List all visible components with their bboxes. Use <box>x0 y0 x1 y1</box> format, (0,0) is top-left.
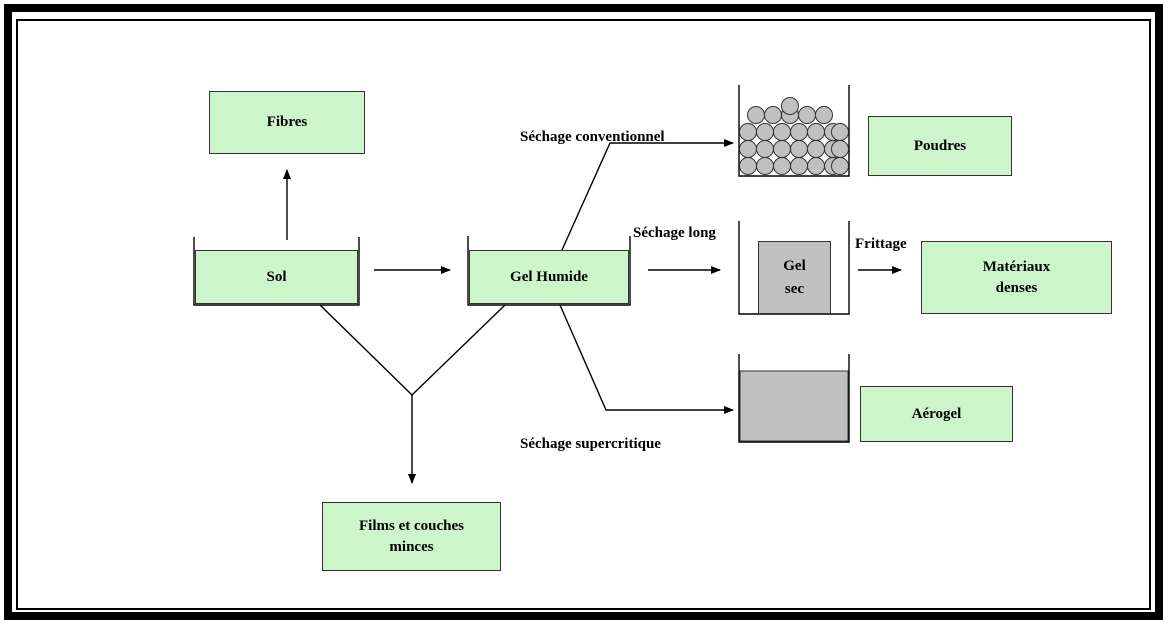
gel-sec-line1: Gel <box>783 258 806 274</box>
powder-sphere <box>739 140 757 158</box>
powder-sphere <box>790 157 808 175</box>
label-frittage: Frittage <box>855 236 907 252</box>
powder-sphere <box>739 123 757 141</box>
powder-sphere <box>831 157 849 175</box>
node-poudres: Poudres <box>868 116 1012 176</box>
powder-sphere <box>773 123 791 141</box>
powder-sphere <box>756 123 774 141</box>
powder-sphere <box>831 123 849 141</box>
sol-container <box>193 237 360 306</box>
powder-sphere <box>790 123 808 141</box>
label-sechage-long: Séchage long <box>633 225 716 241</box>
powder-sphere <box>773 157 791 175</box>
label-sechage-conventionnel: Séchage conventionnel <box>520 129 665 145</box>
powder-sphere <box>790 140 808 158</box>
arrow-gel-to-aerogel <box>559 304 734 414</box>
node-materiaux: Matériaux denses <box>921 241 1112 314</box>
powder-sphere <box>756 140 774 158</box>
powder-sphere <box>807 157 825 175</box>
gel-sec-container <box>738 221 850 315</box>
powder-sphere <box>798 106 816 124</box>
powder-sphere <box>815 106 833 124</box>
powder-sphere <box>831 140 849 158</box>
node-films: Films et couches minces <box>322 502 501 571</box>
aerogel-container <box>738 354 850 443</box>
arrow-gel-to-poudres <box>561 139 734 251</box>
powder-sphere <box>764 106 782 124</box>
powder-spheres <box>739 97 849 175</box>
powder-sphere <box>807 123 825 141</box>
powder-sphere <box>773 140 791 158</box>
line-gel-to-junction <box>411 304 506 396</box>
gel-sec-line2: sec <box>784 280 805 297</box>
gel-humide-container <box>467 236 631 306</box>
aerogel-fill <box>739 370 849 442</box>
node-aerogel: Aérogel <box>860 386 1013 442</box>
powder-sphere <box>739 157 757 175</box>
inner-frame <box>16 19 1151 610</box>
node-gel-sec: Gel sec <box>758 241 831 314</box>
powder-sphere <box>756 157 774 175</box>
powder-sphere <box>807 140 825 158</box>
node-fibres: Fibres <box>209 91 365 154</box>
poudres-container <box>738 85 850 177</box>
node-gel-humide: Gel Humide <box>469 250 629 304</box>
node-sol: Sol <box>195 250 358 304</box>
outer-frame <box>4 4 1163 620</box>
label-sechage-supercritique: Séchage supercritique <box>520 436 661 452</box>
powder-sphere <box>781 97 799 115</box>
powder-sphere <box>747 106 765 124</box>
line-sol-to-junction <box>319 304 413 396</box>
